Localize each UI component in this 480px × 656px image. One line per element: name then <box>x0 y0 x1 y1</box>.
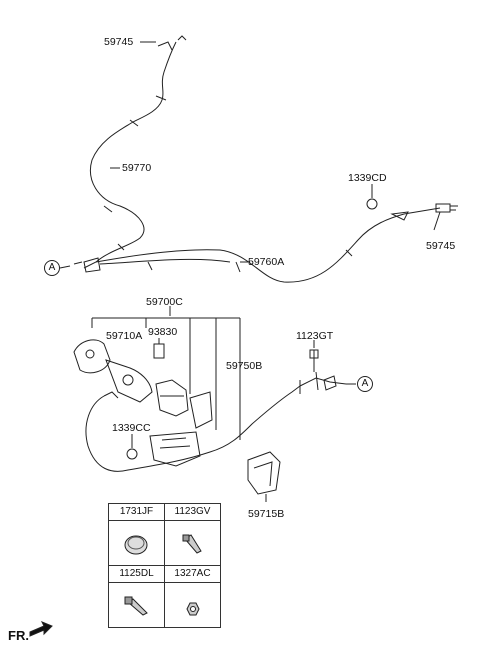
table-header-1327ac: 1327AC <box>164 565 221 583</box>
label-1339cd: 1339CD <box>348 172 387 184</box>
label-93830: 93830 <box>148 326 178 338</box>
parts-table: 1731JF 1123GV 1125DL 1327AC <box>108 503 221 628</box>
fr-arrow <box>29 621 53 637</box>
label-1339cc: 1339CC <box>112 422 151 434</box>
label-1123gt: 1123GT <box>296 330 334 342</box>
label-59700c: 59700C <box>146 296 183 308</box>
table-header-1125dl: 1125DL <box>108 565 165 583</box>
nut-1339cd <box>366 198 378 210</box>
callout-a-left: A <box>44 260 60 276</box>
plug-icon <box>124 535 148 555</box>
bracket-lower <box>149 431 201 467</box>
bolt-icon <box>124 596 148 616</box>
front-direction-label: FR. <box>8 628 29 643</box>
label-59745-right: 59745 <box>426 240 456 252</box>
label-59750b: 59750B <box>226 360 263 372</box>
cable-59750b <box>299 377 347 387</box>
label-59770: 59770 <box>122 162 152 174</box>
label-59760a: 59760A <box>248 256 285 268</box>
table-header-1123gv: 1123GV <box>164 503 221 521</box>
lever-59710a <box>73 339 111 374</box>
callout-a-right: A <box>357 376 373 392</box>
bolt-1123gv-cell <box>164 520 221 566</box>
bolt-1125dl-cell <box>108 582 165 628</box>
cable-59760a <box>95 207 441 283</box>
bolt-icon <box>182 534 202 554</box>
nut-1339cc <box>126 448 138 460</box>
bracket-59715b <box>247 451 281 495</box>
nut-icon <box>186 602 200 616</box>
label-59745-top: 59745 <box>104 36 134 48</box>
label-59715b: 59715B <box>248 508 285 520</box>
label-59710a: 59710A <box>106 330 143 342</box>
nut-1327ac-cell <box>164 582 221 628</box>
cable-59770 <box>83 41 177 269</box>
switch-93830 <box>153 343 165 359</box>
bolt-1123gt <box>309 349 319 372</box>
plug-1731jf-cell <box>108 520 165 566</box>
table-header-1731jf: 1731JF <box>108 503 165 521</box>
